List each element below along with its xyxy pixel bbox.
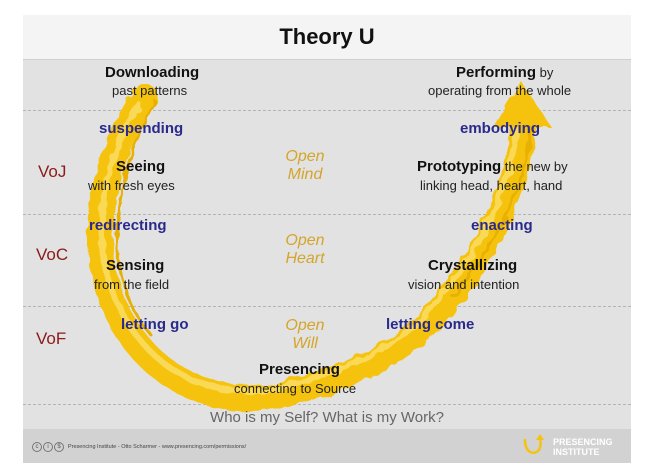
open-mind-line2: Mind xyxy=(287,166,323,183)
cc-icon: c xyxy=(32,442,42,452)
arrowhead-icon xyxy=(493,81,551,127)
band-divider xyxy=(23,404,631,405)
stage-crystallizing-sub: vision and intention xyxy=(408,277,520,292)
open-heart-line1: Open xyxy=(285,232,325,249)
title-bar: Theory U xyxy=(23,15,631,60)
verb-enacting: enacting xyxy=(471,217,533,234)
stage-prototyping-suffix: the new by xyxy=(501,159,568,174)
stage-sensing-sub: from the field xyxy=(94,277,170,292)
nc-icon: $ xyxy=(54,442,64,452)
voice-vof: VoF xyxy=(36,329,67,348)
stage-downloading-sub: past patterns xyxy=(112,83,188,98)
u-stroke-texture xyxy=(115,99,157,335)
open-heart-line2: Heart xyxy=(285,250,325,267)
stage-prototyping-label: Prototyping xyxy=(417,158,502,175)
open-will-line2: Will xyxy=(292,335,318,352)
stage-performing: Performing by xyxy=(456,64,553,82)
footer-bar: c i $ Presencing Institute - Otto Scharm… xyxy=(23,429,631,463)
by-icon: i xyxy=(43,442,53,452)
self-work-question: Who is my Self? What is my Work? xyxy=(210,409,444,426)
band-divider xyxy=(23,110,631,111)
stage-seeing: Seeing xyxy=(116,158,166,175)
stage-prototyping-sub: linking head, heart, hand xyxy=(420,178,563,193)
stage-crystallizing: Crystallizing xyxy=(428,257,518,274)
logo-line1: PRESENCING xyxy=(553,437,613,447)
stage-presencing-sub: connecting to Source xyxy=(234,381,357,396)
verb-letting-come: letting come xyxy=(386,316,475,333)
verb-suspending: suspending xyxy=(99,120,184,137)
stage-seeing-sub: with fresh eyes xyxy=(88,178,175,193)
u-arrow-graphic xyxy=(87,81,551,412)
u-stroke-highlight xyxy=(98,102,520,395)
presencing-logo-text: PRESENCING INSTITUTE xyxy=(553,437,613,457)
slide-title: Theory U xyxy=(279,24,375,49)
voice-voc: VoC xyxy=(36,245,69,264)
stage-presencing: Presencing xyxy=(259,361,340,378)
open-will: Open Will xyxy=(275,317,335,353)
u-stroke-texture xyxy=(451,123,533,299)
stage-performing-sub: operating from the whole xyxy=(428,83,572,98)
verb-redirecting: redirecting xyxy=(89,217,167,234)
stage-downloading: Downloading xyxy=(105,64,200,81)
verb-embodying: embodying xyxy=(460,120,541,137)
stage-performing-suffix: by xyxy=(536,65,554,80)
band-divider xyxy=(23,306,631,307)
band-divider xyxy=(23,214,631,215)
open-mind: Open Mind xyxy=(275,148,335,184)
voice-voj: VoJ xyxy=(38,162,67,181)
open-heart: Open Heart xyxy=(273,232,337,268)
open-mind-line1: Open xyxy=(285,148,325,165)
stage-prototyping: Prototyping the new by xyxy=(417,158,568,176)
footer-credit: Presencing Institute - Otto Scharmer - w… xyxy=(68,444,247,450)
verb-letting-go: letting go xyxy=(121,316,189,333)
theory-u-slide: Theory U Downloading past patterns Perfo… xyxy=(23,15,631,463)
open-will-line1: Open xyxy=(285,317,325,334)
stage-performing-label: Performing xyxy=(456,64,537,81)
presencing-logo-icon xyxy=(523,434,544,454)
logo-line2: INSTITUTE xyxy=(553,447,600,457)
stage-sensing: Sensing xyxy=(106,257,165,274)
